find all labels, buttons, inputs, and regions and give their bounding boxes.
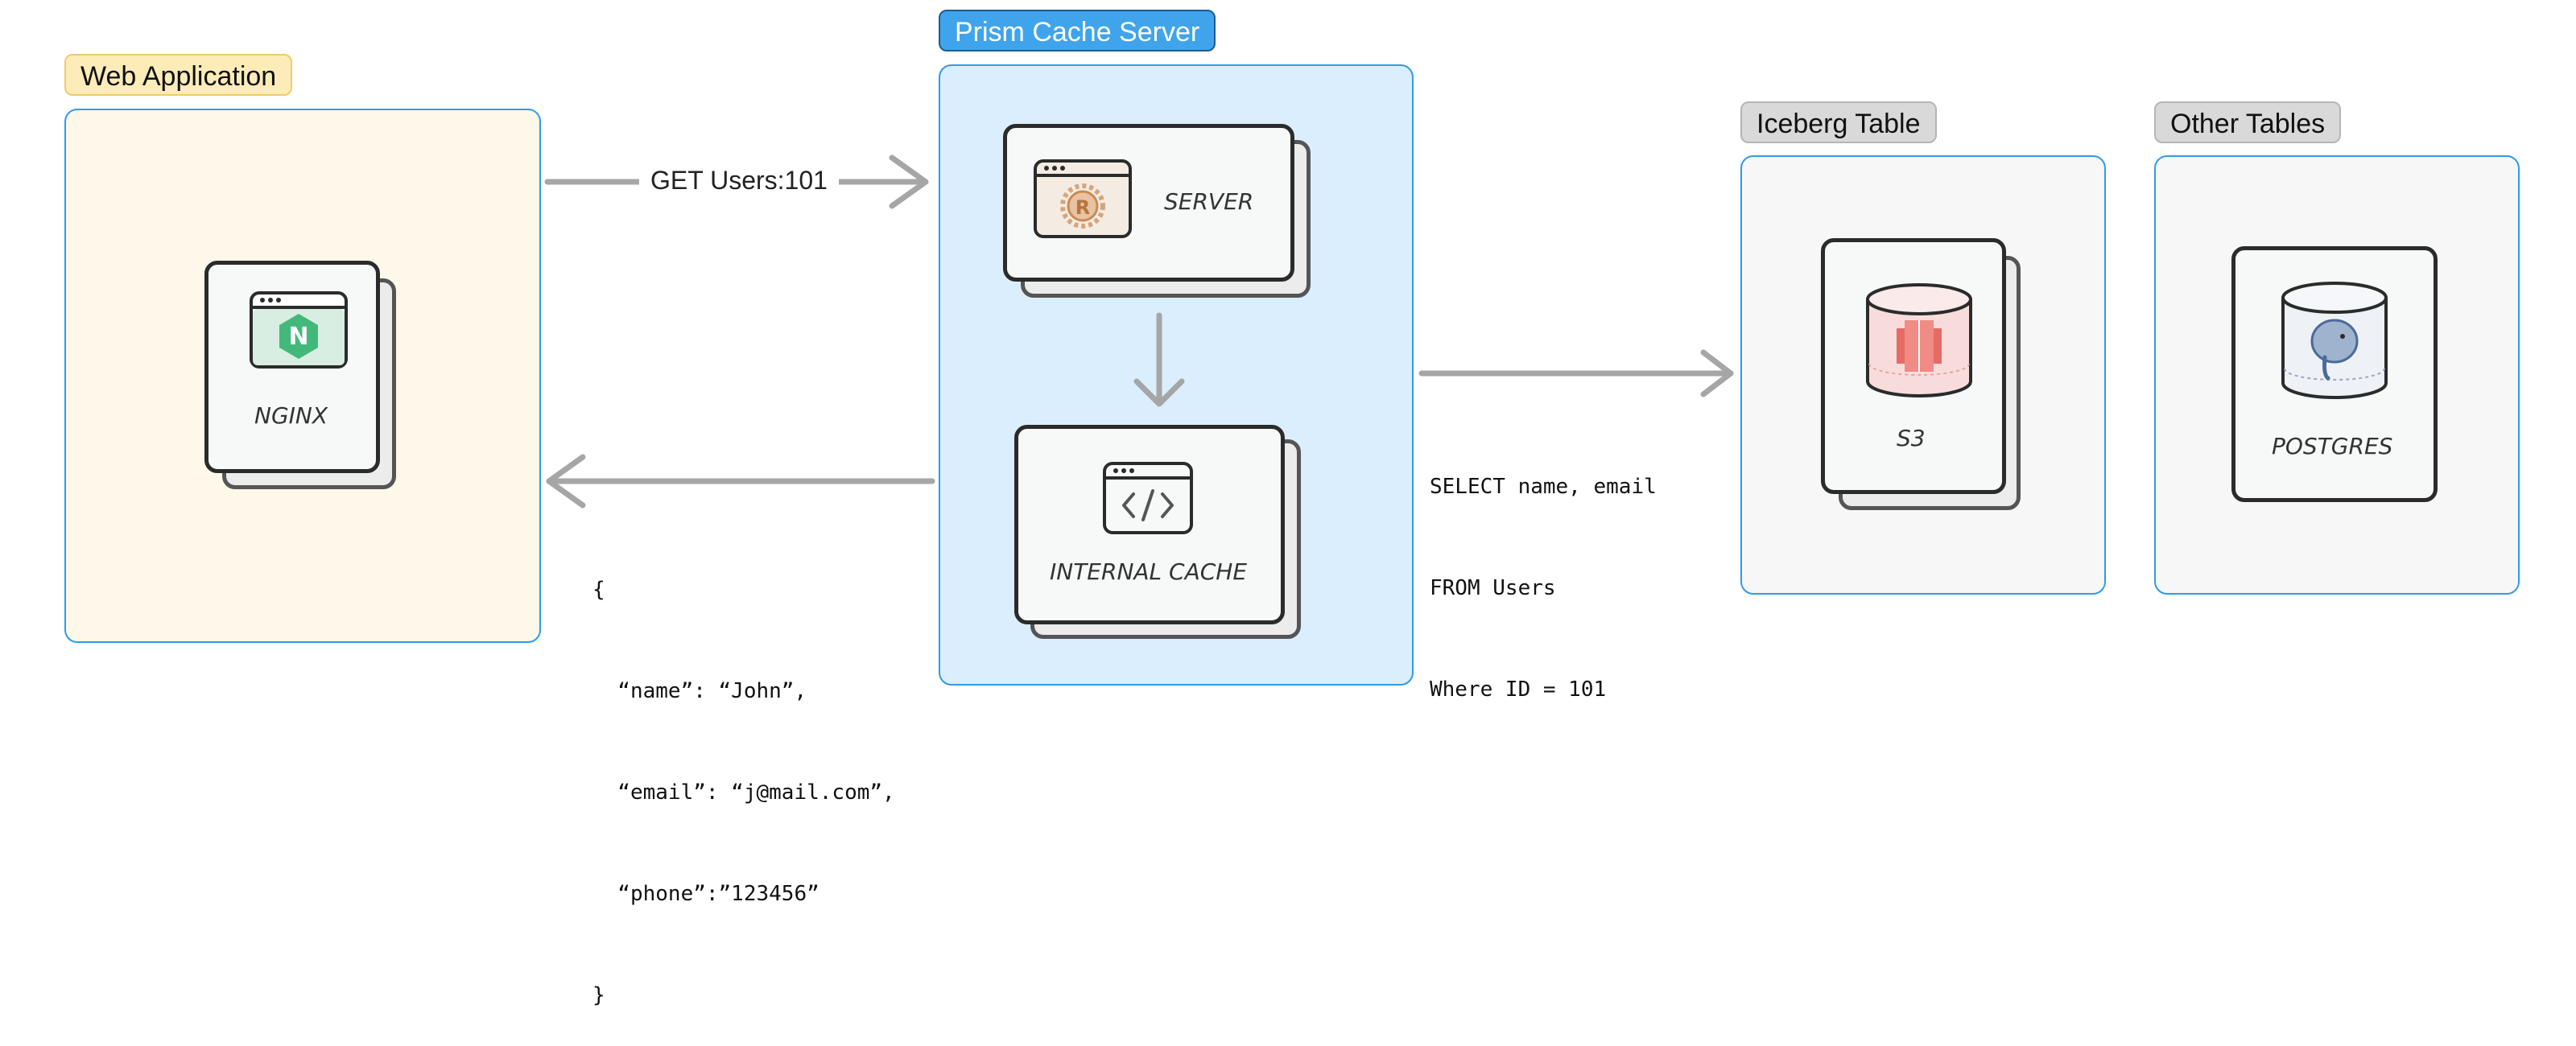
- query-line: FROM Users: [1430, 576, 1556, 600]
- internal-cache-label: INTERNAL CACHE: [1050, 558, 1248, 585]
- response-line: “phone”:”123456”: [592, 882, 819, 906]
- response-line: “name”: “John”,: [592, 679, 807, 703]
- web-application-title: Web Application: [64, 54, 293, 96]
- postgres-label: POSTGRES: [2272, 433, 2393, 459]
- iceberg-table-title: Iceberg Table: [1740, 101, 1937, 143]
- response-line: }: [592, 983, 605, 1007]
- s3-card[interactable]: [1821, 238, 2006, 494]
- postgres-elephant-icon: [2281, 282, 2388, 399]
- nginx-icon: N: [250, 291, 348, 369]
- query-line: Where ID = 101: [1430, 677, 1607, 702]
- rust-icon: R: [1034, 159, 1132, 238]
- query-arrow: [1418, 349, 1734, 397]
- server-to-cache-arrow: [1133, 312, 1185, 407]
- prism-cache-server-title: Prism Cache Server: [939, 10, 1216, 51]
- svg-text:R: R: [1075, 196, 1090, 219]
- response-json: { “name”: “John”, “email”: “j@mail.com”,…: [592, 505, 895, 1046]
- response-line: {: [592, 578, 605, 602]
- code-icon: [1103, 462, 1193, 534]
- diagram-graphics: N R: [250, 154, 2388, 534]
- s3-bucket-icon: [1866, 283, 1972, 397]
- query-line: SELECT name, email: [1430, 475, 1657, 499]
- query-text: SELECT name, email FROM Users Where ID =…: [1430, 402, 1657, 740]
- response-line: “email”: “j@mail.com”,: [592, 780, 895, 805]
- nginx-label: NGINX: [254, 402, 328, 429]
- server-label: SERVER: [1164, 188, 1254, 215]
- response-arrow: [546, 454, 935, 509]
- svg-text:N: N: [288, 323, 308, 351]
- s3-label: S3: [1897, 425, 1926, 451]
- other-tables-title: Other Tables: [2154, 101, 2342, 143]
- request-label: GET Users:101: [639, 166, 839, 196]
